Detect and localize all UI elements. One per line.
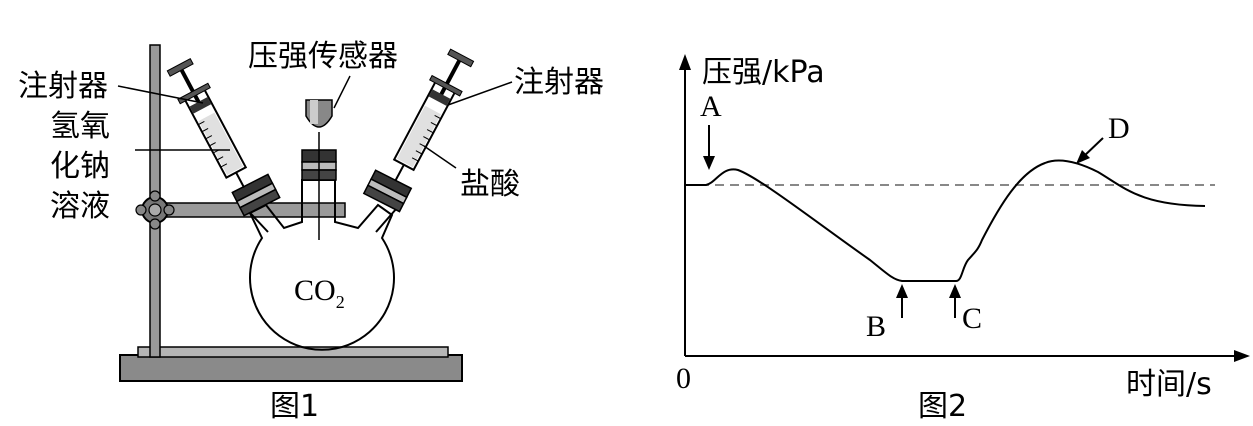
stand-base-top [137,346,449,358]
label-naoh-1: 氢氧 [50,109,110,144]
leader-syringe-left [117,85,204,104]
label-point-A: A [700,90,722,123]
arrow-C [949,284,961,318]
arrow-B [896,284,908,318]
pressure-sensor [301,99,337,240]
figure1-apparatus: 注射器 氢氧 化钠 溶液 压强传感器 注射器 盐酸 CO2 图1 [18,39,604,424]
right-stopper [362,169,413,213]
left-syringe [166,57,248,188]
figure2-graph: A B C D 压强/kPa 时间/s 0 图2 [676,54,1250,424]
left-stopper [231,173,281,217]
caption-figure2: 图2 [918,389,967,424]
leader-hcl [423,145,457,169]
leader-sensor [333,75,351,109]
label-syringe-left: 注射器 [18,69,108,104]
label-naoh-2: 化钠 [50,149,110,184]
stand-base [119,354,463,382]
label-co2: CO2 [294,274,345,312]
pressure-curve [685,159,1206,282]
arrow-D [1076,137,1104,164]
origin-label: 0 [676,362,691,395]
y-axis-arrow [679,54,691,70]
label-hcl: 盐酸 [460,167,520,202]
label-sensor: 压强传感器 [248,39,398,74]
clamp-knob [135,190,175,230]
x-axis-arrow [1234,350,1250,362]
label-point-D: D [1108,112,1130,145]
leader-syringe-right [447,81,513,106]
label-naoh-3: 溶液 [50,189,110,224]
x-axis-label: 时间/s [1126,367,1212,402]
caption-figure1: 图1 [270,389,319,424]
arrow-A [703,125,715,170]
y-axis-label: 压强/kPa [702,55,825,90]
right-syringe [392,48,475,182]
label-point-C: C [962,302,982,335]
label-point-B: B [866,310,886,343]
label-syringe-right: 注射器 [514,65,604,100]
